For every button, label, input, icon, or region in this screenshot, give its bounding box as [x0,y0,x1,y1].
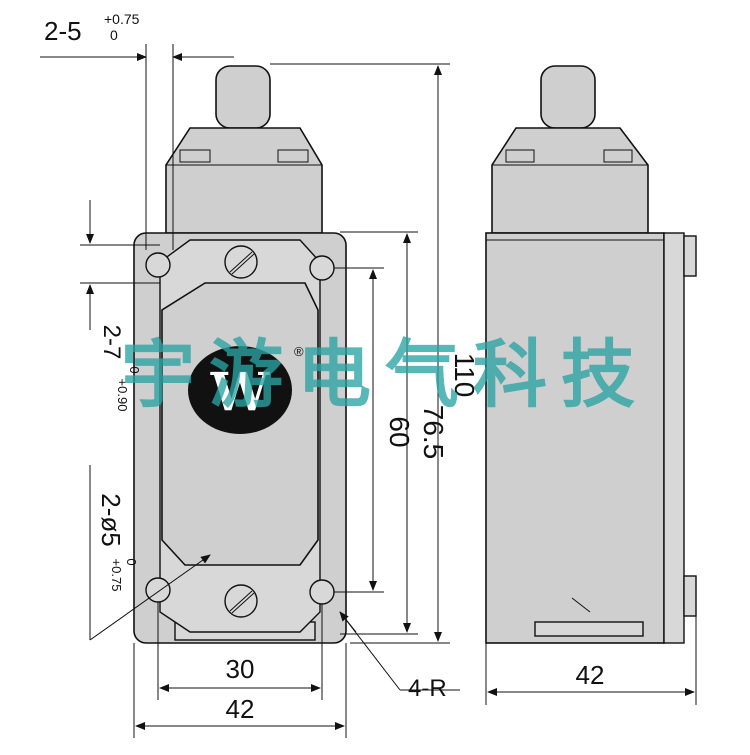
switch-head [165,127,323,234]
slot-width-label: 2-5 [44,16,82,46]
watermark-text: 宇游电气科技 [121,332,649,418]
mount-hole-top-right [309,255,335,281]
side-cover-edge [663,232,685,644]
dimension-labels: 2-5 +0.75 0 110 76.5 60 2-7 +0.90 0 2-ø5… [44,11,604,724]
logo-registered: ® [294,344,304,359]
slot-height-tol-upper: +0.90 [115,379,130,412]
side-tab-bottom [683,575,697,617]
slot-height-tol-lower: 0 [127,366,142,373]
side-tab-top [683,235,697,277]
slot-width-tol-upper: +0.75 [104,11,140,27]
mount-hole-bottom-right [309,579,335,605]
plunger [215,65,271,129]
front-view: W ® [133,65,347,644]
hole-spacing-h-label: 30 [226,654,255,684]
mount-height-label: 76.5 [418,405,449,460]
head-clip-left [179,149,211,163]
side-plunger [540,65,596,129]
slot-width-tol-lower: 0 [110,27,118,43]
front-width-label: 42 [226,694,255,724]
hole-spacing-v-label: 60 [384,416,415,447]
hole-dia-tol-upper: +0.75 [109,559,124,592]
side-base-strip [534,621,644,637]
logo-mark: W [210,362,271,423]
overall-height-label: 110 [449,353,480,398]
dimension-lines [40,44,697,738]
hole-dia-tol-lower: 0 [124,558,139,565]
mount-hole-top-left [145,252,171,278]
top-screw [224,245,258,279]
bottom-screw [224,584,258,618]
hole-dia-label: 2-ø5 [96,493,126,546]
side-body [485,232,665,644]
brand-logo: W ® [188,344,304,434]
side-width-label: 42 [576,660,605,690]
mount-hole-bottom-left [145,577,171,603]
side-view [485,65,697,644]
corner-radius-label: 4-R [408,675,447,702]
side-head [491,127,649,234]
slot-height-label: 2-7 [98,325,125,360]
head-clip-right [277,149,309,163]
